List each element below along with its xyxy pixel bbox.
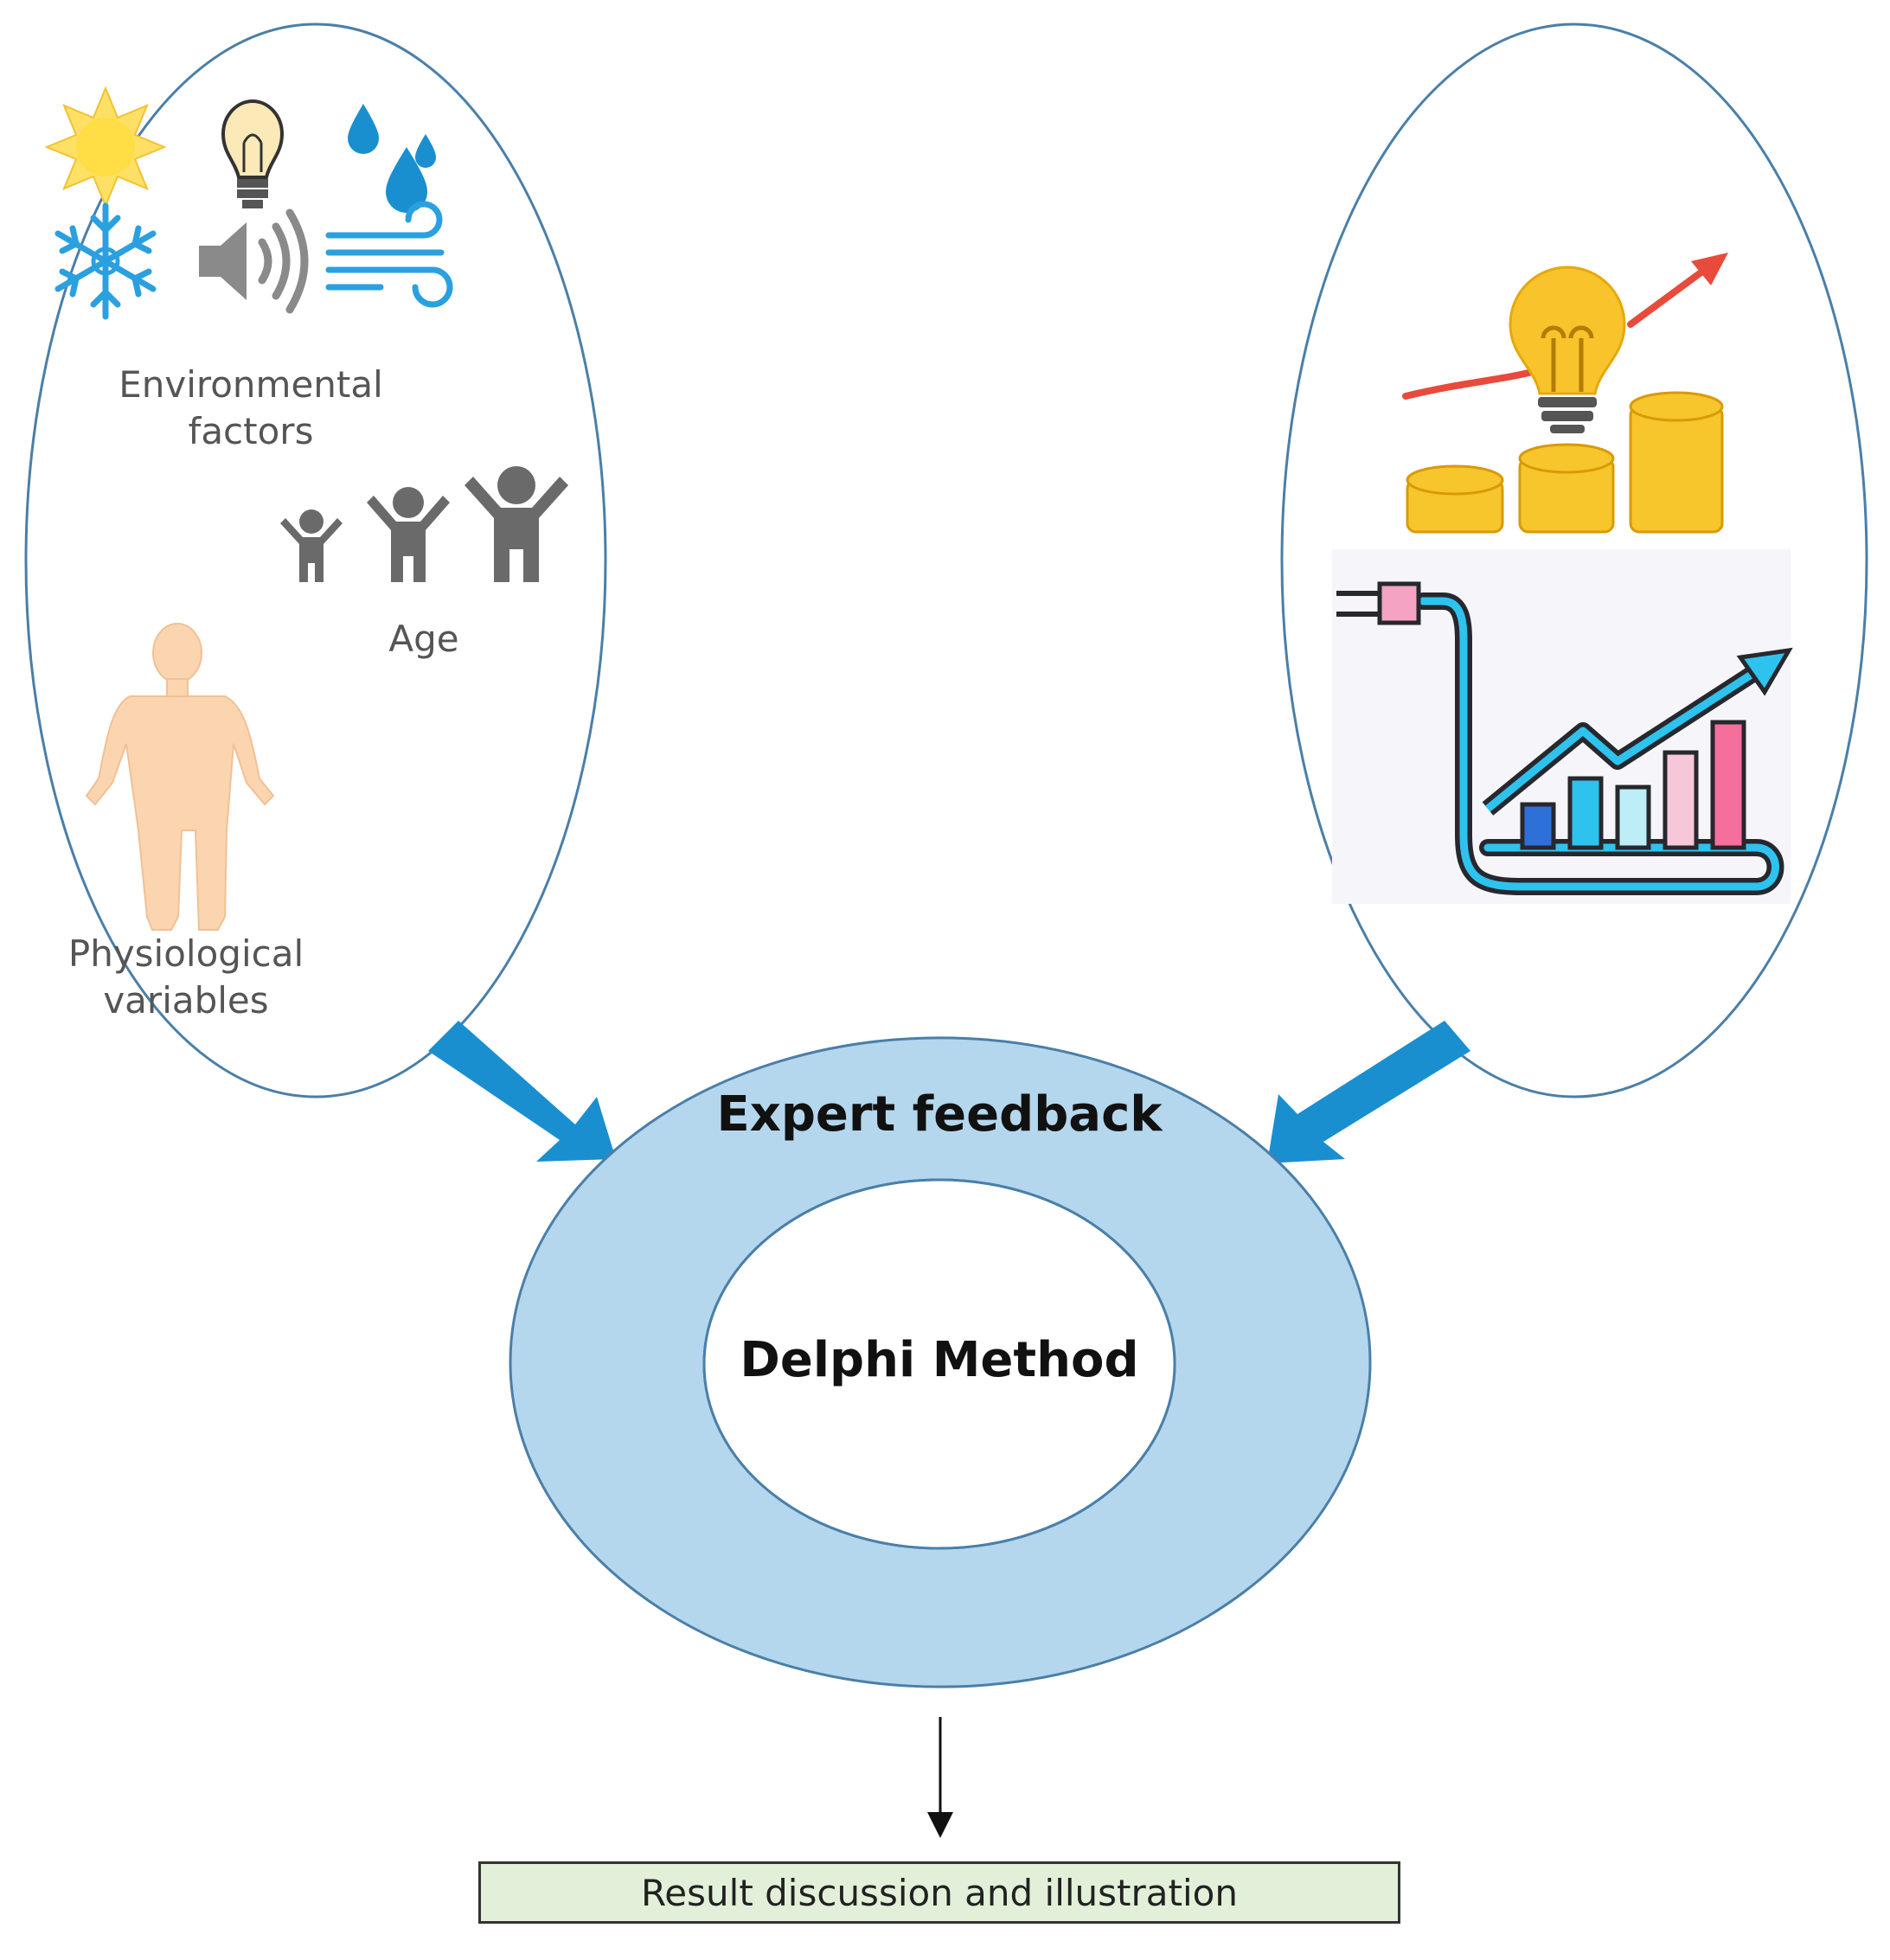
right-factors-ellipse [1280, 22, 1868, 1098]
delphi-method-label: Delphi Method [740, 1332, 1139, 1388]
environmental-label-line2: factors [188, 410, 314, 452]
result-box: Result discussion and illustration [478, 1861, 1400, 1924]
snowflake-icon [54, 202, 157, 320]
physiological-label-line2: variables [103, 979, 269, 1022]
left-input-arrow [428, 1021, 616, 1162]
age-label: Age [388, 618, 459, 660]
environmental-factors-label: Environmental factors [78, 362, 424, 455]
speaker-icon [199, 208, 309, 314]
energy-bulb-icon [1509, 266, 1626, 433]
coins-stack-icon [1406, 391, 1724, 534]
power-plug-chart-icon [1332, 549, 1793, 904]
water-drops-icon [348, 104, 436, 213]
physiological-label-line1: Physiological [67, 932, 304, 975]
human-body-icon [85, 623, 275, 931]
right-input-arrow [1267, 1021, 1470, 1163]
left-factors-ellipse [24, 22, 607, 1098]
result-label: Result discussion and illustration [641, 1871, 1238, 1914]
children-age-icon [280, 466, 568, 582]
light-bulb-icon [221, 99, 285, 208]
delphi-method-core [702, 1178, 1176, 1550]
physiological-variables-label: Physiological variables [35, 931, 337, 1024]
wind-icon [325, 201, 453, 308]
expert-feedback-label: Expert feedback [716, 1086, 1163, 1143]
sun-icon [44, 86, 167, 208]
environmental-label-line1: Environmental [119, 363, 383, 406]
